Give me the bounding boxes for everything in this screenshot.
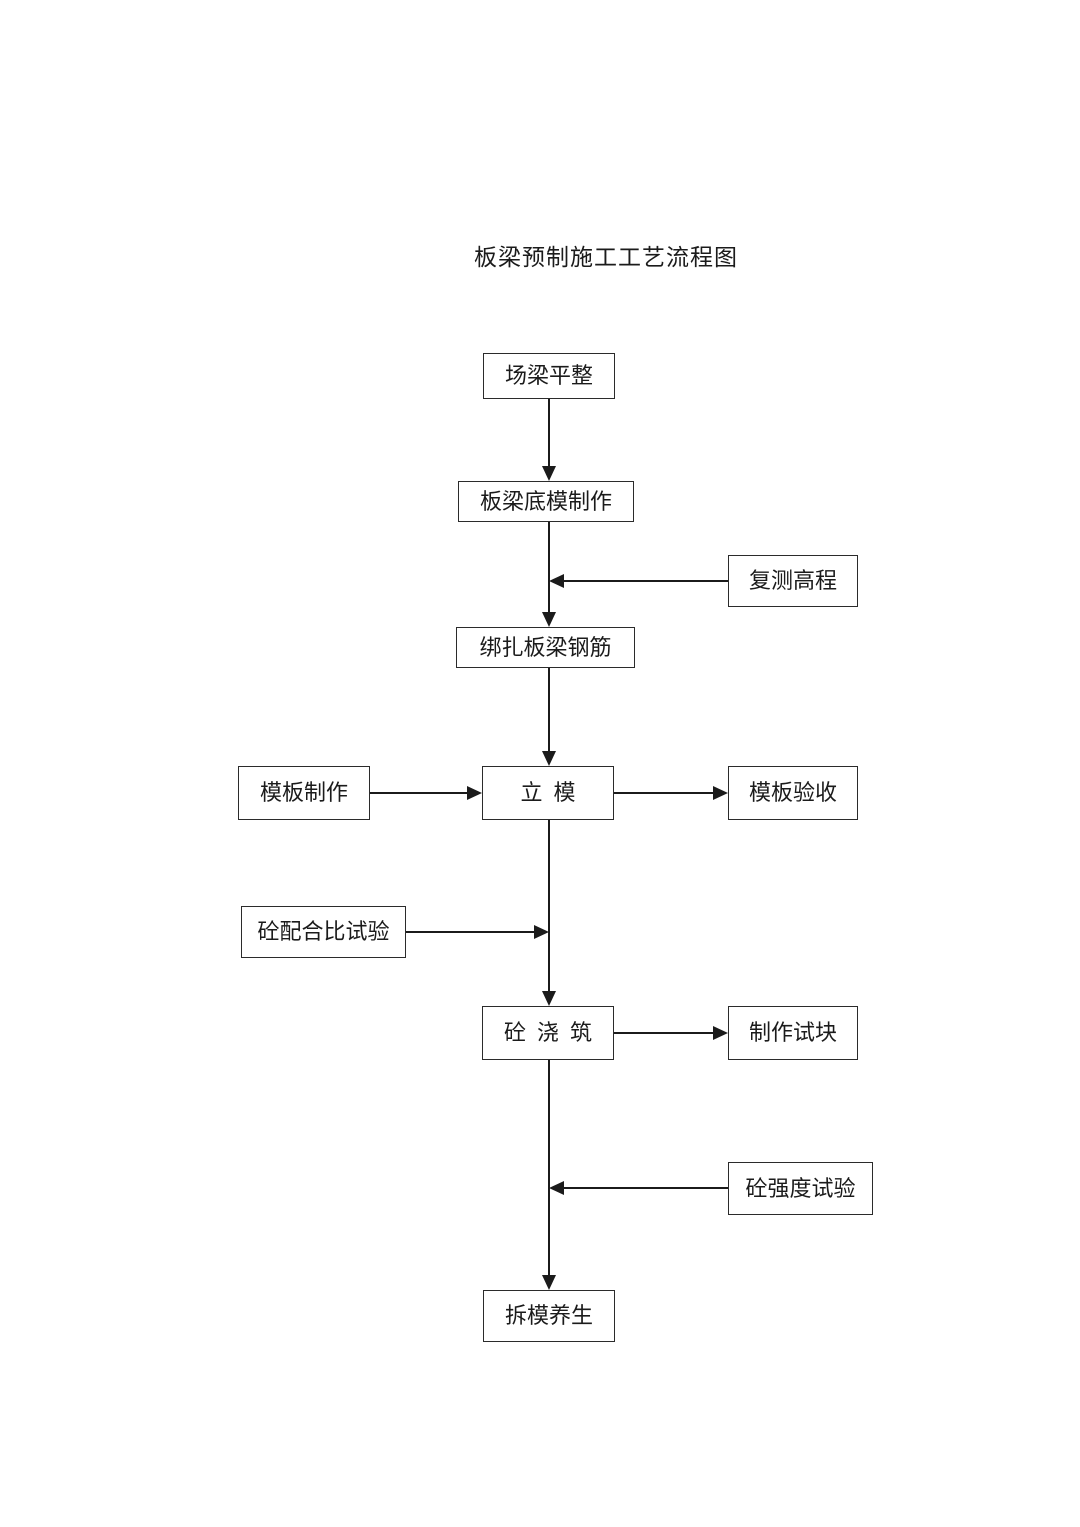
node-mo-ban-yan-shou[interactable]: 模板验收 (728, 766, 858, 820)
node-chai-mo-yang-sheng[interactable]: 拆模养生 (483, 1290, 615, 1342)
node-fu-ce-gao-cheng[interactable]: 复测高程 (728, 555, 858, 607)
arrowhead-n11-trunk (549, 1181, 564, 1195)
arrowhead-n6-n9 (542, 991, 556, 1006)
node-bang-zha-ban-liang-gang-jin[interactable]: 绑扎板梁钢筋 (456, 627, 635, 668)
arrowhead-n3-trunk (549, 574, 564, 588)
arrowhead-n2-n4 (542, 612, 556, 627)
arrowhead-n9-n10 (713, 1026, 728, 1040)
node-li-mo[interactable]: 立 模 (482, 766, 614, 820)
node-ban-liang-di-mo-zhi-zuo[interactable]: 板梁底模制作 (458, 481, 634, 522)
arrowhead-n4-n6 (542, 751, 556, 766)
node-tong-pei-he-bi-shi-yan[interactable]: 砼配合比试验 (241, 906, 406, 958)
node-zhi-zuo-shi-kuai[interactable]: 制作试块 (728, 1006, 858, 1060)
node-tong-qiang-du-shi-yan[interactable]: 砼强度试验 (728, 1162, 873, 1215)
node-mo-ban-zhi-zuo[interactable]: 模板制作 (238, 766, 370, 820)
arrowhead-n5-n6 (467, 786, 482, 800)
page-title: 板梁预制施工工艺流程图 (474, 245, 738, 270)
arrowhead-n8-trunk (534, 925, 549, 939)
arrowhead-n9-n12 (542, 1275, 556, 1290)
node-chang-liang-ping-zheng[interactable]: 场梁平整 (483, 353, 615, 399)
arrowhead-n1-n2 (542, 466, 556, 481)
arrowhead-n6-n7 (713, 786, 728, 800)
node-tong-jiao-zhu[interactable]: 砼 浇 筑 (482, 1006, 614, 1060)
